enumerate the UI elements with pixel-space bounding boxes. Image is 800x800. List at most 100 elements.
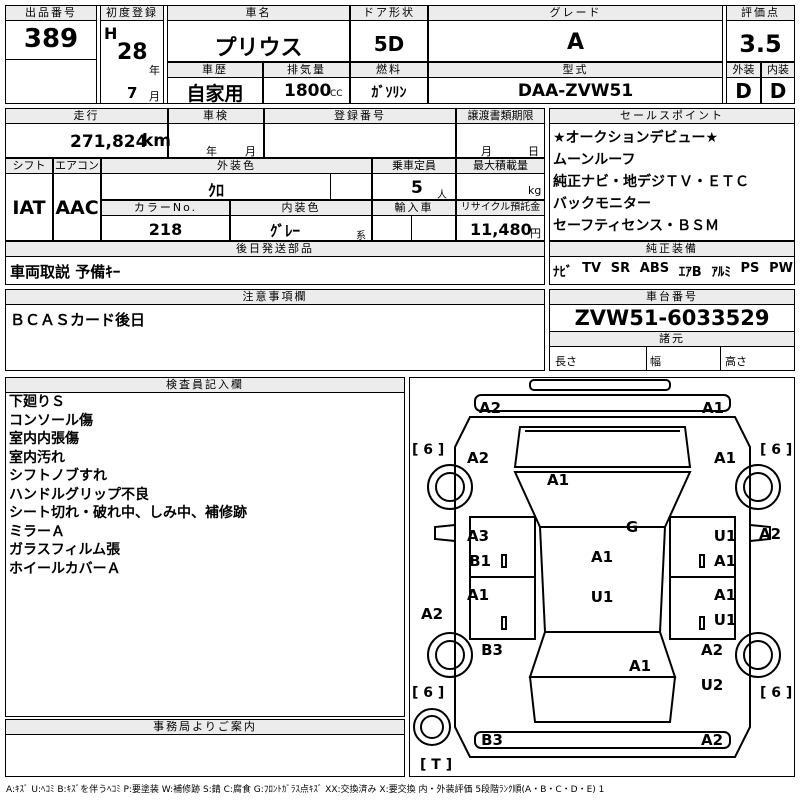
equip-cell [549,256,795,285]
grade-mark: A1 [629,657,651,675]
grade-mark: A2 [479,399,501,417]
front-bumper-top [529,379,671,391]
ext-cell [726,77,761,104]
wheel-rear-right [735,632,781,678]
transfer-month: 月 [481,145,492,158]
grade-value: A [566,30,585,55]
grade-mark: A2 [701,731,723,749]
sales-cell [549,123,795,241]
inspector-line: 下廻りＳ [9,394,65,410]
capacity-unit: 人 [437,190,447,201]
recycle-unit: 円 [530,227,541,240]
door-header: ドア形状 [350,5,428,21]
equip-header: 純正装備 [549,241,795,257]
tire-rl: [ 6 ] [412,685,444,701]
grade-mark: A1 [547,471,569,489]
equip-item: PS [740,261,760,276]
rear-glass [528,631,677,678]
reg-era: H [104,24,118,43]
fuel-value: ｶﾞｿﾘﾝ [371,85,407,101]
grade-mark: B1 [469,552,491,570]
grade-mark: A1 [467,586,489,604]
reg-month-unit: 月 [149,90,160,103]
load-header: 最大積載量 [456,158,545,174]
lot-header: 出品番号 [5,5,97,21]
ext-header: 外装 [726,62,761,78]
grade-mark: A1 [714,586,736,604]
km-header: 走行 [5,108,168,124]
load-cell [456,173,545,200]
shift-cell [5,173,53,241]
door-cell [350,20,428,62]
int-header: 内装 [761,62,795,78]
spec-div2 [720,346,721,371]
fuel-cell [350,77,428,104]
sales-line: ムーンルーフ [553,152,636,168]
later-value: 車両取説 予備ｷｰ [10,263,121,281]
fuel-header: 燃料 [350,62,428,78]
shaken-month: 月 [245,145,256,158]
door-handle [501,554,507,568]
transfer-header: 譲渡書類期限 [456,108,545,124]
colorno-cell [101,215,230,241]
equip-item: TV [582,261,602,276]
cc-header: 排気量 [263,62,350,78]
ac-cell [53,173,101,241]
transfer-cell [456,123,545,158]
score-value: 3.5 [739,30,782,58]
load-unit: kg [528,184,542,197]
front-bumper [474,394,731,412]
reg-header: 初度登録 [100,5,164,21]
color-divider [330,173,331,200]
sales-line: ★オークションデビュー★ [553,130,719,146]
reg-month: 7 [127,84,138,102]
later-cell [5,256,545,285]
grade-mark: A1 [702,399,724,417]
grade-mark: A1 [714,552,736,570]
tire-rr: [ 6 ] [760,685,792,701]
equip-item: ﾅﾋﾞ [553,265,573,280]
hood [513,426,692,468]
spare-label: [ T ] [420,757,452,773]
wheel-rear-left [427,632,473,678]
equip-item: ｴｱB [678,265,702,280]
spec-height: 高さ [725,355,747,368]
spec-width: 幅 [650,355,661,368]
spec-header: 諸元 [549,331,795,347]
color-header: 外装色 [101,158,372,174]
inspector-line: 室内内張傷 [9,431,79,447]
recycle-value: 11,480 [470,220,532,239]
equip-list: ﾅﾋﾞ TV SR ABS ｴｱB ｱﾙﾐ PS PW [553,261,793,280]
score-cell [726,20,795,62]
import-cell [372,215,456,241]
shaken-year: 年 [206,145,217,158]
wheel-front-right [735,464,781,510]
grade-mark: A1 [591,548,613,566]
grade-mark: A2 [701,641,723,659]
intcolor-cell [230,215,372,241]
intcolor-value: ｸﾞﾚｰ [270,222,301,240]
rear-right-door [669,576,736,640]
right-mirror [749,524,771,542]
notes-header: 注意事項欄 [5,289,545,305]
shaken-header: 車検 [168,108,264,124]
color-value: ｸﾛ [207,181,224,200]
model-header: 型式 [428,62,723,78]
notes-text: ＢＣＡＳカード後日 [10,311,146,329]
reg-cell [100,20,164,104]
sales-line: 純正ナビ・地デジＴＶ・ＥＴＣ [553,174,749,190]
plate-header: 登録番号 [264,108,456,124]
int-cell [761,77,795,104]
grade-mark: U2 [701,676,724,694]
reg-year: 28 [117,40,148,65]
km-unit: km [142,131,172,151]
inspector-line: コンソール傷 [9,412,93,429]
grade-mark: U1 [591,588,614,606]
door-type: 5D [373,32,405,56]
inspector-header: 検査員記入欄 [5,377,405,393]
tire-fr: [ 6 ] [760,442,792,458]
lot-empty [5,59,97,104]
office-header: 事務局よりご案内 [5,719,405,735]
equip-item: ABS [639,261,670,276]
km-value: 271,824 [70,132,148,152]
